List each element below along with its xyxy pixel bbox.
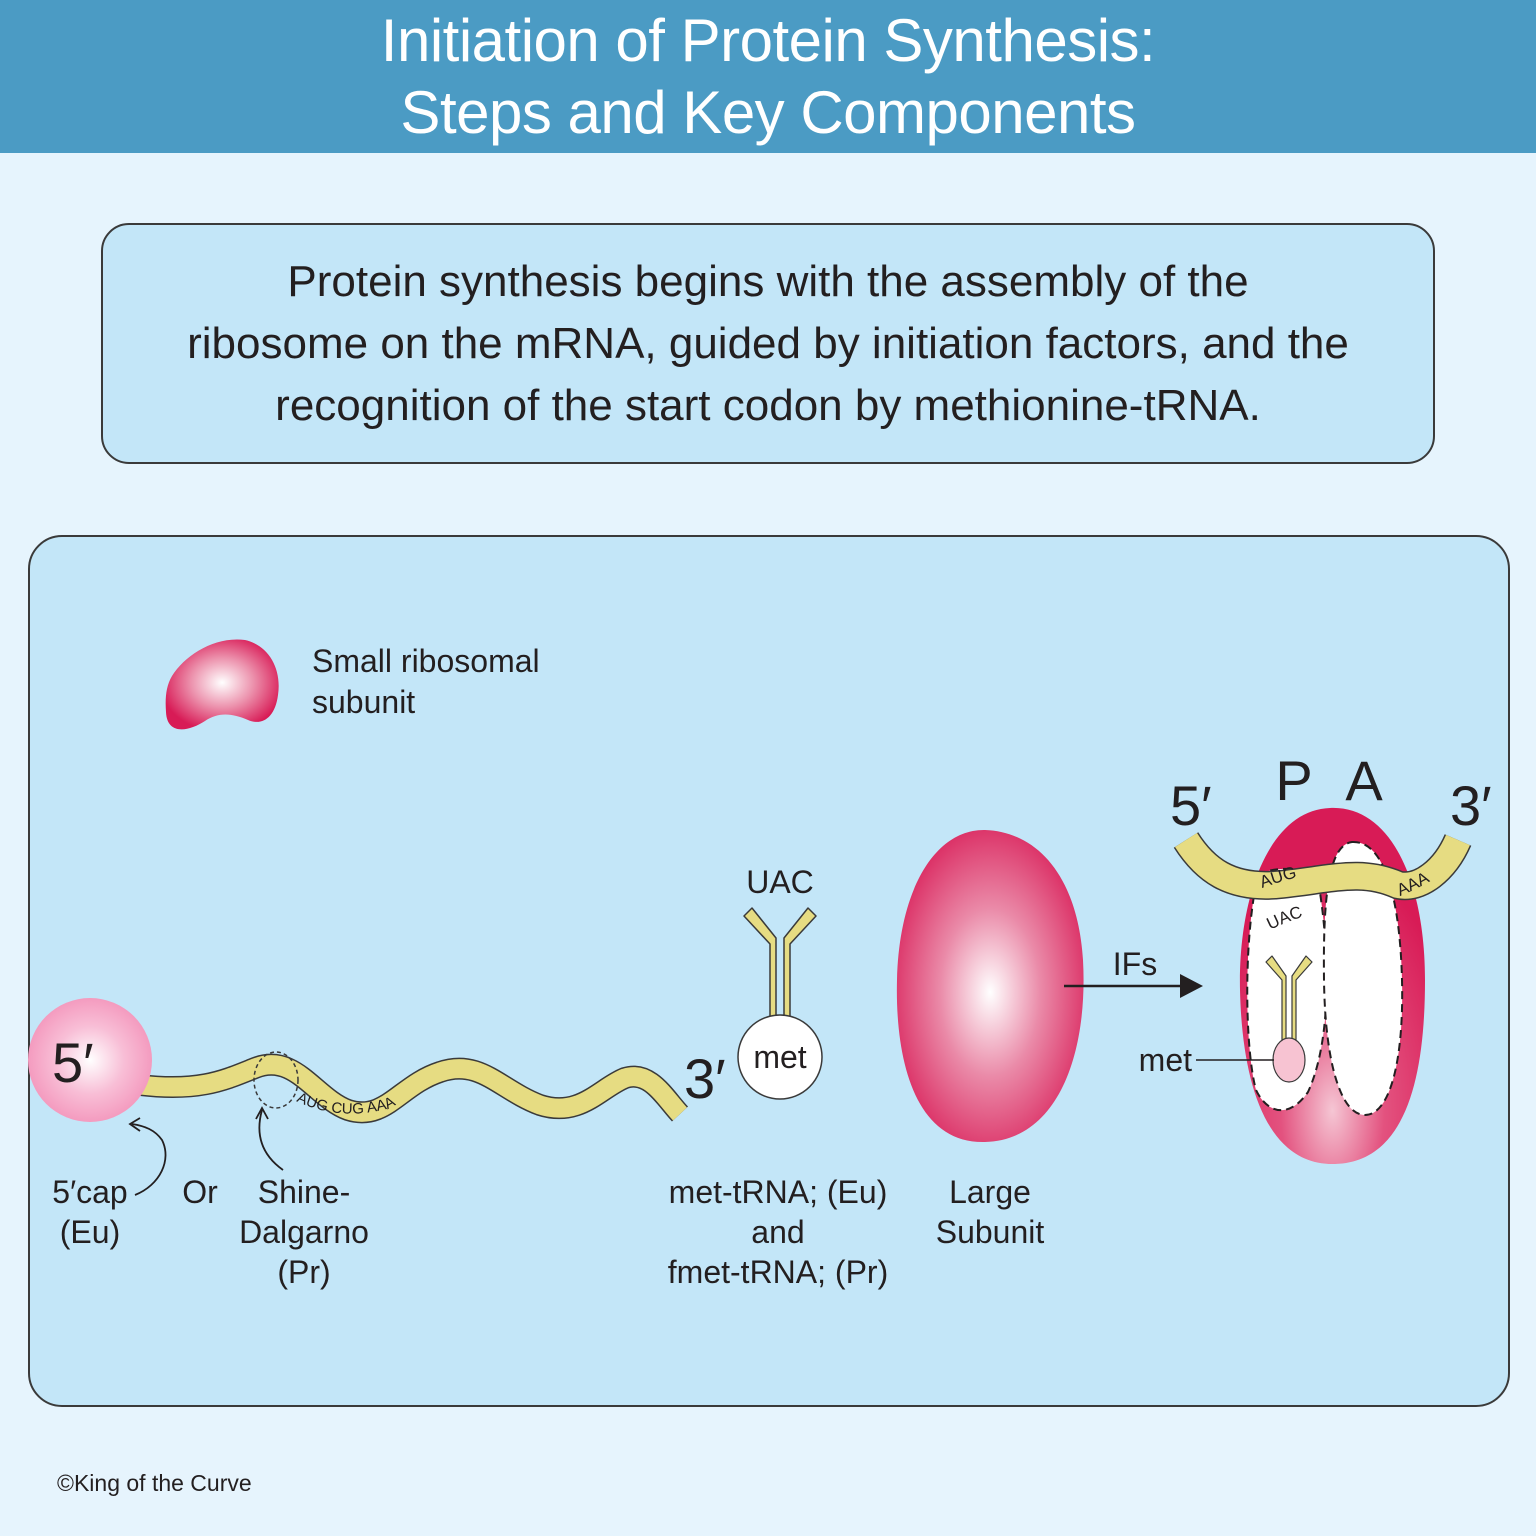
page-title-line-1: Initiation of Protein Synthesis: (380, 6, 1156, 74)
page-title-line-2: Steps and Key Components (400, 78, 1136, 146)
assembled-met-label: met (1139, 1042, 1192, 1078)
mrna-5-prime-label: 5′ (52, 1031, 94, 1094)
trna-body (743, 907, 817, 1019)
assembled-ribosome: AUG AAA UAC met 5′ 3′ P A (1139, 749, 1492, 1165)
summary-line-2: ribosome on the mRNA, guided by initiati… (187, 318, 1349, 368)
summary-line-1: Protein synthesis begins with the assemb… (287, 256, 1249, 306)
arrow-head-icon (1180, 974, 1203, 998)
trna-label: met-tRNA; (Eu) and fmet-tRNA; (Pr) (668, 1174, 888, 1290)
mrna-3-prime-label: 3′ (684, 1047, 726, 1110)
mrna-codons: AUG CUG AAA (294, 1089, 398, 1118)
cap-label: 5′cap (Eu) (52, 1174, 127, 1250)
five-prime-cap: 5′ (28, 998, 152, 1122)
shine-label-line-3: (Pr) (277, 1254, 330, 1290)
trna-label-line-2: and (751, 1214, 804, 1250)
large-subunit-label-line-1: Large (949, 1174, 1031, 1210)
met-amino-acid-label: met (753, 1039, 806, 1075)
codon-cug: CUG (330, 1099, 364, 1118)
large-subunit-label-line-2: Subunit (936, 1214, 1045, 1250)
shine-label-line-1: Shine- (258, 1174, 351, 1210)
a-site-label: A (1345, 749, 1383, 812)
small-subunit-label-line-2: subunit (312, 684, 415, 720)
assembled-met-circle (1272, 1037, 1306, 1083)
small-subunit-label-line-1: Small ribosomal (312, 643, 540, 679)
large-subunit: Large Subunit (896, 829, 1084, 1250)
a-site (1322, 840, 1404, 1117)
trna-label-line-1: met-tRNA; (Eu) (669, 1174, 888, 1210)
ifs-label: IFs (1113, 946, 1157, 982)
small-subunit-icon (165, 639, 279, 730)
cap-label-line-2: (Eu) (60, 1214, 120, 1250)
cap-label-line-1: 5′cap (52, 1174, 127, 1210)
shine-dalgarno-label: Shine- Dalgarno (Pr) (239, 1174, 369, 1290)
mrna-strand: AUG CUG AAA (138, 1051, 689, 1124)
shine-dalgarno-marker (253, 1051, 299, 1109)
assembled-3-prime-label: 3′ (1450, 774, 1492, 837)
shine-label-line-2: Dalgarno (239, 1214, 369, 1250)
summary-line-3: recognition of the start codon by methio… (275, 380, 1261, 430)
met-trna: UAC met (737, 864, 823, 1100)
summary-box: Protein synthesis begins with the assemb… (101, 223, 1435, 464)
ifs-arrow: IFs (1064, 946, 1203, 998)
trna-label-line-3: fmet-tRNA; (Pr) (668, 1254, 888, 1290)
shine-dalgarno-pointer-arrow (255, 1106, 284, 1171)
header-banner: Initiation of Protein Synthesis: Steps a… (0, 0, 1536, 153)
small-subunit-legend: Small ribosomal subunit (165, 639, 540, 730)
trna-anticodon-label: UAC (746, 864, 814, 900)
copyright-notice: ©King of the Curve (57, 1470, 252, 1496)
cap-pointer-arrow (128, 1117, 167, 1196)
assembled-5-prime-label: 5′ (1170, 774, 1212, 837)
codon-aaa: AAA (365, 1093, 398, 1116)
or-label: Or (182, 1174, 218, 1210)
p-site-label: P (1275, 749, 1312, 812)
met-amino-acid-circle (737, 1014, 823, 1100)
